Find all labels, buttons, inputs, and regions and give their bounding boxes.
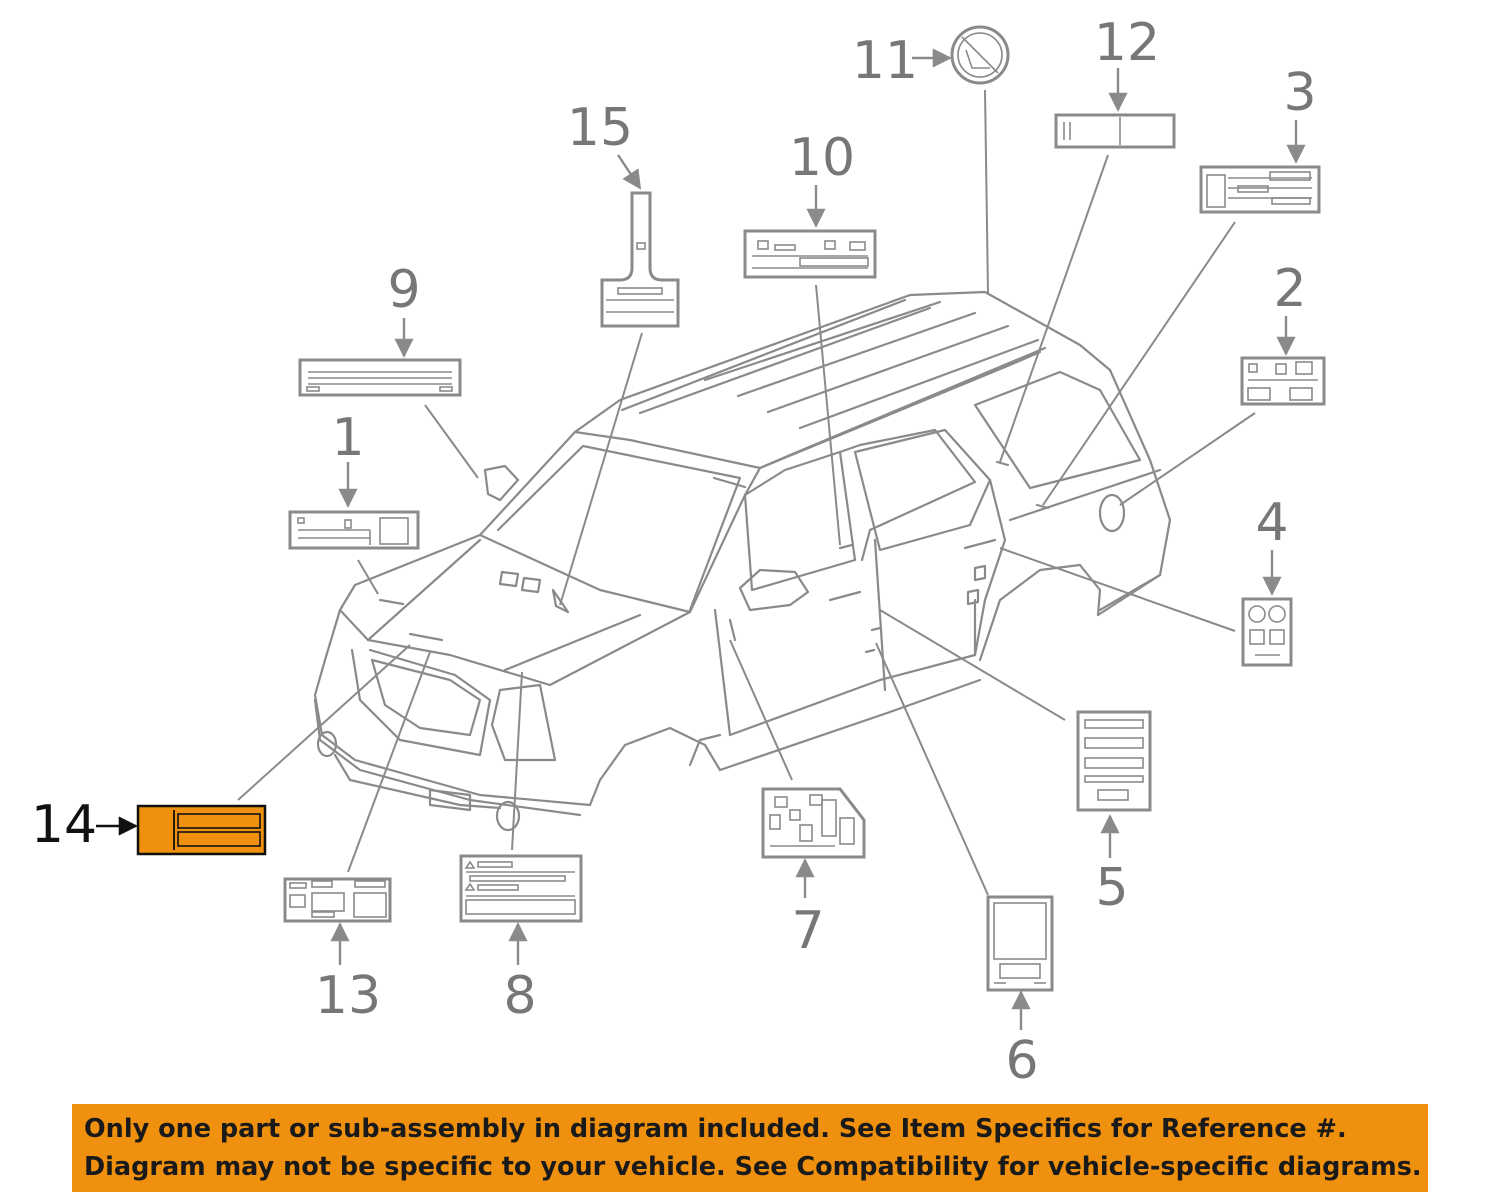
notice-line-2: Diagram may not be specific to your vehi… [84, 1152, 1422, 1182]
callout-8: 8 [503, 966, 536, 1026]
label-icon-3 [1199, 165, 1321, 214]
label-icon-2 [1240, 356, 1326, 406]
label-icon-1 [288, 510, 420, 550]
leader-lines [237, 89, 1256, 896]
vehicle-outline [313, 290, 1172, 832]
notice-banner: Only one part or sub-assembly in diagram… [72, 1104, 1428, 1192]
callout-11: 11 [852, 31, 918, 91]
callout-5: 5 [1095, 858, 1128, 918]
callout-3: 3 [1283, 63, 1316, 123]
label-icon-5 [1076, 710, 1152, 812]
label-icon-12 [1054, 113, 1176, 149]
callout-6: 6 [1005, 1031, 1038, 1091]
callout-12: 12 [1094, 13, 1160, 73]
label-icon-13 [283, 877, 392, 923]
label-icon-10 [743, 229, 877, 279]
label-icon-4 [1241, 597, 1293, 667]
parts-diagram: 9 1 15 10 11 12 3 2 4 5 6 7 8 13 14 [31, 13, 1326, 1091]
callout-13: 13 [315, 966, 381, 1026]
label-icon-15 [600, 191, 680, 328]
label-icon-9 [298, 358, 462, 397]
callout-arrows [96, 48, 1306, 1030]
label-icon-6 [986, 895, 1054, 992]
callout-1: 1 [331, 408, 364, 468]
callout-14: 14 [31, 795, 97, 855]
callout-2: 2 [1273, 259, 1306, 319]
callout-10: 10 [789, 128, 855, 188]
callout-4: 4 [1255, 493, 1288, 553]
notice-line-1: Only one part or sub-assembly in diagram… [84, 1114, 1347, 1144]
label-icon-11 [950, 25, 1010, 85]
label-icon-7 [761, 787, 866, 859]
callout-numbers: 9 1 15 10 11 12 3 2 4 5 6 7 8 13 14 [31, 13, 1317, 1091]
callout-15: 15 [567, 98, 633, 158]
label-icon-14-highlighted [136, 804, 267, 856]
callout-9: 9 [387, 260, 420, 320]
label-icon-8 [459, 854, 583, 923]
callout-7: 7 [791, 901, 824, 961]
